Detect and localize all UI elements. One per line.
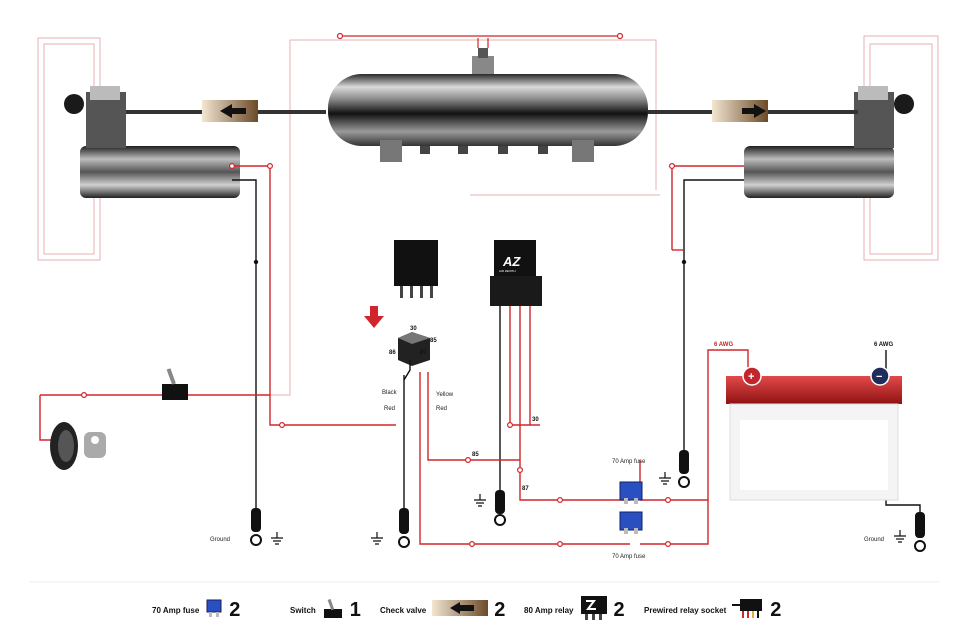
- legend-count: 2: [494, 598, 506, 621]
- wire-label-yellow: Yellow: [436, 392, 454, 398]
- legend: 70 Amp fuse 2 Switch 1 Check valve 2 80 …: [0, 588, 960, 632]
- relay-logo-sub: AIR ZENITH: [499, 269, 516, 273]
- legend-item-switch: Switch 1: [290, 596, 361, 624]
- air-tank: [328, 48, 648, 162]
- compressor-left: [64, 86, 326, 198]
- legend-item-relay-socket: Prewired relay socket 2: [644, 596, 781, 624]
- awg-positive-label: 6 AWG: [714, 342, 733, 348]
- wire-label-red-left: Red: [384, 406, 395, 412]
- ground-left-label: Ground: [210, 537, 230, 543]
- legend-label: Prewired relay socket: [644, 605, 727, 615]
- legend-item-relay: 80 Amp relay 2: [524, 595, 625, 626]
- wire-label-87: 87: [522, 486, 529, 492]
- legend-label: 70 Amp fuse: [152, 605, 200, 615]
- ignition-key: [50, 422, 106, 470]
- legend-count: 2: [229, 598, 241, 621]
- tank-wire-top: [336, 32, 624, 48]
- fuse-icon: [205, 598, 223, 623]
- wire-label-red-right: Red: [436, 406, 447, 412]
- check-valve-left: [202, 100, 258, 122]
- relay-pin-87-small: 87: [420, 350, 427, 356]
- relay-pin-85-small: 85: [430, 338, 437, 344]
- legend-item-fuse: 70 Amp fuse 2: [152, 596, 240, 624]
- toggle-switch: [162, 368, 188, 400]
- battery-minus-icon: −: [876, 371, 882, 383]
- legend-label: Switch: [290, 605, 316, 615]
- legend-label: 80 Amp relay: [524, 605, 574, 615]
- fuse-bottom-label: 70 Amp fuse: [612, 554, 646, 560]
- legend-item-check-valve: Check valve 2: [380, 596, 505, 624]
- relay-pin-86-small: 86: [389, 350, 396, 356]
- ground-symbol-icon: [271, 472, 906, 545]
- relay-80-amp: [490, 240, 542, 306]
- check-valve-right: [712, 100, 768, 122]
- battery: [726, 366, 902, 501]
- relay-small: [398, 332, 430, 366]
- legend-count: 2: [613, 598, 625, 621]
- relay-arrow-icon: [364, 306, 384, 328]
- toggle-switch-icon: [322, 597, 344, 624]
- fuse-bottom: [619, 511, 643, 534]
- relay-icon: [580, 595, 608, 626]
- compressor-right: [648, 86, 914, 198]
- check-valve-icon: [432, 599, 489, 622]
- fuse-top-label: 70 Amp fuse: [612, 459, 646, 465]
- legend-count: 1: [349, 598, 361, 621]
- awg-negative-label: 6 AWG: [874, 342, 893, 348]
- ground-lugs: [250, 450, 926, 552]
- red-junction-dots: [80, 163, 675, 547]
- relay-socket-icon: [732, 597, 764, 624]
- wire-label-30: 30: [532, 417, 539, 423]
- legend-label: Check valve: [380, 605, 427, 615]
- fuse-top: [619, 481, 643, 504]
- battery-plus-icon: +: [748, 371, 754, 383]
- black-junction-dots: [253, 259, 687, 265]
- relay-socket: [394, 240, 438, 298]
- wire-label-black: Black: [382, 390, 398, 396]
- wire-label-86: 85: [472, 452, 479, 458]
- relay-logo: AZ: [502, 254, 521, 269]
- relay-pin-30-small: 30: [410, 326, 417, 332]
- legend-count: 2: [770, 598, 782, 621]
- ground-right-label: Ground: [864, 537, 884, 543]
